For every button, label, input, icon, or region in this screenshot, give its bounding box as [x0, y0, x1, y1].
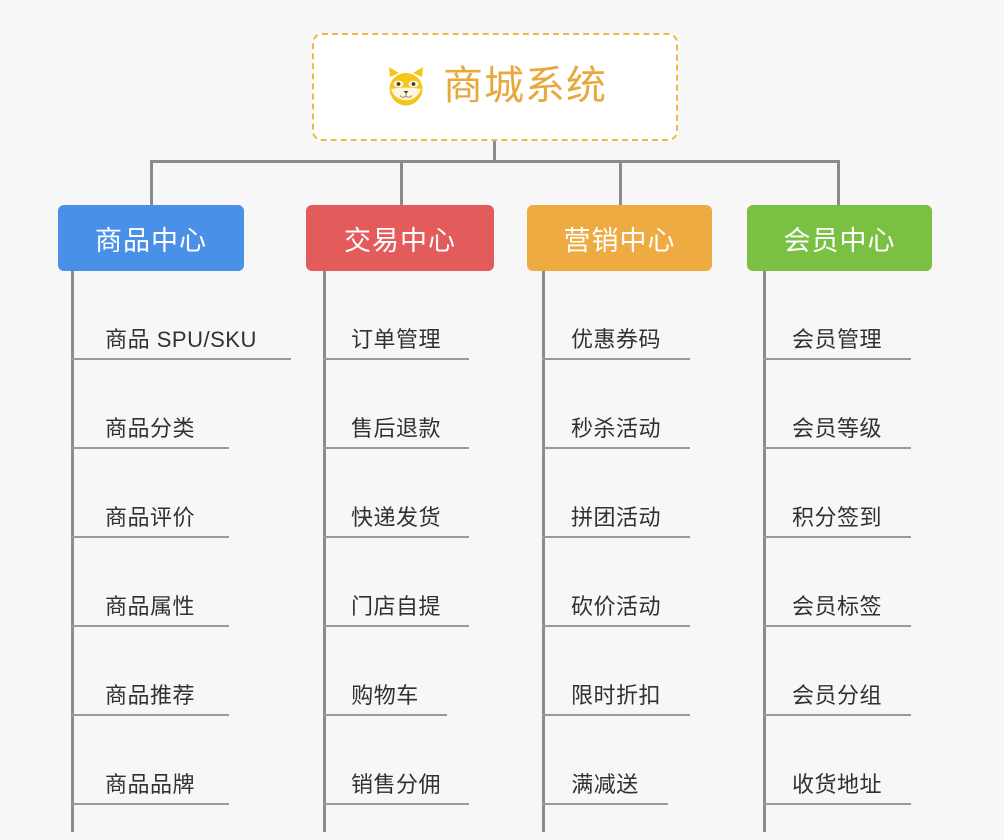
category-label-4: 会员中心	[783, 225, 896, 256]
leaf-item[interactable]: 商品推荐	[71, 627, 229, 716]
leaf-item[interactable]: 优惠券码	[542, 271, 690, 360]
leaf-label: 会员等级	[791, 415, 882, 441]
leaf-item[interactable]: 会员分组	[763, 627, 911, 716]
leaf-label: 商品推荐	[104, 682, 195, 708]
category-box-4[interactable]: 会员中心	[747, 205, 932, 271]
leaf-item[interactable]: 积分签到	[763, 449, 911, 538]
leaf-label: 会员分组	[791, 682, 882, 708]
leaf-item[interactable]: 门店自提	[323, 538, 469, 627]
leaf-item[interactable]: 商品品牌	[71, 716, 229, 805]
leaf-label: 订单管理	[350, 326, 441, 352]
leaf-label: 购物车	[351, 682, 419, 708]
page-title: 商城系统	[443, 64, 607, 108]
leaf-item[interactable]: 秒杀活动	[542, 360, 690, 449]
leaf-label: 砍价活动	[570, 593, 661, 619]
leaf-label: 商品属性	[104, 593, 195, 619]
connector-horizontal-bus	[150, 160, 840, 163]
leaf-label: 会员管理	[791, 326, 882, 352]
leaf-item[interactable]: 订单管理	[323, 271, 469, 360]
leaf-label: 商品分类	[104, 415, 195, 441]
branch-spine-2	[323, 271, 326, 832]
leaf-label: 拼团活动	[570, 504, 661, 530]
leaf-item[interactable]: 满减送	[542, 716, 668, 805]
leaf-label: 会员标签	[791, 593, 882, 619]
category-label-3: 营销中心	[563, 225, 676, 256]
leaf-label: 收货地址	[791, 771, 882, 797]
leaf-label: 销售分佣	[350, 771, 441, 797]
leaf-label: 优惠券码	[570, 326, 661, 352]
leaf-label: 积分签到	[791, 504, 882, 530]
connector-drop-3	[619, 160, 622, 206]
leaf-label: 门店自提	[350, 593, 441, 619]
leaf-item[interactable]: 会员等级	[763, 360, 911, 449]
leaf-item[interactable]: 商品 SPU/SKU	[71, 271, 291, 360]
leaf-item[interactable]: 会员管理	[763, 271, 911, 360]
root-node[interactable]: 商城系统	[312, 33, 678, 141]
connector-root-stem	[493, 141, 496, 163]
leaf-item[interactable]: 商品属性	[71, 538, 229, 627]
leaf-label: 商品品牌	[104, 771, 195, 797]
leaf-item[interactable]: 快递发货	[323, 449, 469, 538]
leaf-label: 快递发货	[350, 504, 441, 530]
branch-spine-4	[763, 271, 766, 832]
connector-drop-2	[400, 160, 403, 206]
connector-drop-1	[150, 160, 153, 206]
leaf-label: 秒杀活动	[570, 415, 661, 441]
connector-drop-4	[837, 160, 840, 206]
leaf-label: 限时折扣	[570, 682, 661, 708]
leaf-item[interactable]: 销售分佣	[323, 716, 469, 805]
leaf-item[interactable]: 会员标签	[763, 538, 911, 627]
category-box-3[interactable]: 营销中心	[527, 205, 712, 271]
leaf-item[interactable]: 砍价活动	[542, 538, 690, 627]
leaf-item[interactable]: 购物车	[323, 627, 447, 716]
category-box-1[interactable]: 商品中心	[58, 205, 244, 271]
leaf-item[interactable]: 商品评价	[71, 449, 229, 538]
category-label-1: 商品中心	[95, 225, 207, 256]
leaf-label: 满减送	[571, 771, 639, 797]
branch-spine-1	[71, 271, 74, 832]
category-label-2: 交易中心	[344, 225, 456, 256]
category-box-2[interactable]: 交易中心	[306, 205, 494, 271]
branch-spine-3	[542, 271, 545, 832]
shiba-dog-face-icon	[383, 64, 429, 110]
leaf-label: 售后退款	[350, 415, 441, 441]
leaf-label: 商品评价	[104, 504, 195, 530]
leaf-item[interactable]: 拼团活动	[542, 449, 690, 538]
leaf-item[interactable]: 商品分类	[71, 360, 229, 449]
leaf-item[interactable]: 售后退款	[323, 360, 469, 449]
leaf-label: 商品 SPU/SKU	[105, 326, 257, 352]
leaf-item[interactable]: 收货地址	[763, 716, 911, 805]
leaf-item[interactable]: 限时折扣	[542, 627, 690, 716]
